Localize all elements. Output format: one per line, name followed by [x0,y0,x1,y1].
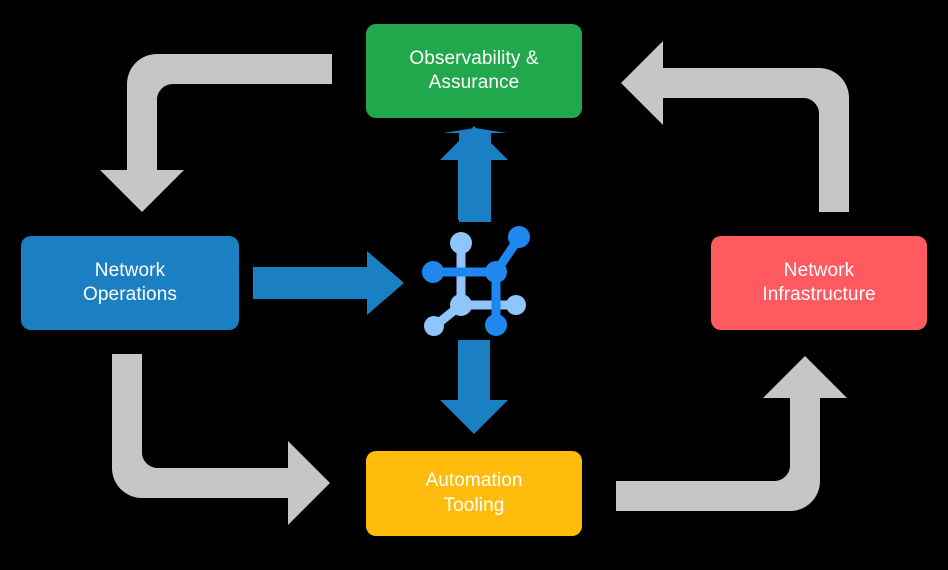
node-label-observability: Observability & Assurance [409,47,539,93]
node-label-automation-tooling: Automation Tooling [425,470,523,516]
connector-automation-to-infrastructure [616,356,847,511]
connector-ops-to-center [253,251,404,315]
network-topology-icon [422,226,530,336]
connector-infrastructure-to-observability [621,41,849,212]
connector-ops-to-automation [112,354,330,525]
connector-center-to-automation [440,340,508,434]
connector-observability-to-ops [100,54,332,212]
connector-center-to-observability [440,126,508,222]
node-box-observability[interactable]: Observability & Assurance [366,24,582,118]
node-box-network-operations[interactable]: Network Operations [21,236,239,330]
node-box-network-infrastructure[interactable]: Network Infrastructure [711,236,927,330]
node-box-automation-tooling[interactable]: Automation Tooling [366,451,582,536]
node-label-network-infrastructure: Network Infrastructure [762,259,876,305]
node-label-network-operations: Network Operations [83,259,177,305]
